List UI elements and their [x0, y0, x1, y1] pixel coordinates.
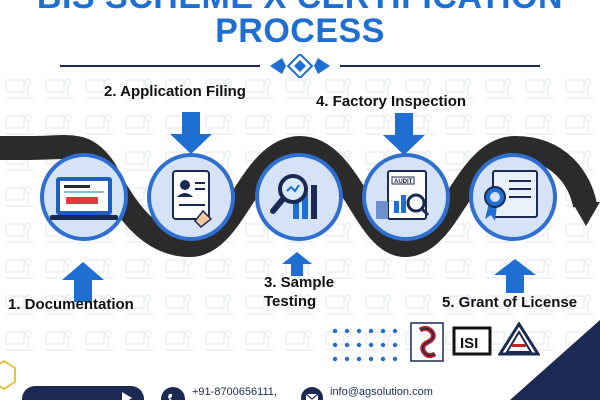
phone-text[interactable]: +91-8700656111,: [192, 386, 277, 398]
arrow-up-step-5: [494, 259, 536, 293]
arrow-up-step-1: [62, 262, 104, 302]
step-1-circle: [40, 153, 128, 241]
magnifier-analytics-icon: [270, 174, 317, 219]
step-3-label-line-1: 3. Sample: [264, 274, 335, 291]
svg-text:ISI: ISI: [460, 335, 478, 352]
email-text[interactable]: info@agsolution.com: [330, 386, 433, 398]
standard-mark-logo: [498, 322, 540, 356]
hex-decoration: [0, 360, 16, 390]
arrow-down-step-2: [170, 112, 212, 154]
footer-button[interactable]: [22, 386, 144, 400]
corner-decoration: [510, 320, 600, 400]
svg-text:AUDIT: AUDIT: [394, 179, 413, 185]
step-3-label-line-2: Testing: [264, 292, 317, 310]
certificate-ribbon-icon: [484, 170, 538, 221]
step-2-circle: [147, 153, 235, 241]
step-2-label: 2. Application Filing: [104, 83, 246, 100]
dot-grid: [332, 328, 398, 362]
step-5-circle: [469, 153, 557, 241]
profile-form-clipboard-icon: [172, 170, 213, 229]
step-3-circle: [255, 153, 343, 241]
email-icon: [301, 387, 323, 400]
step-5-label: 5. Grant of License: [442, 294, 578, 311]
step-4-circle: AUDIT: [362, 153, 450, 241]
audit-report-icon: AUDIT: [376, 170, 430, 220]
step-3-label: 3. Sample Testing: [264, 274, 334, 312]
title-divider: [60, 54, 540, 78]
application-success-laptop-icon: [50, 177, 118, 220]
bis-logo: [410, 322, 444, 362]
step-4-label: 4. Factory Inspection: [316, 93, 467, 110]
isi-mark-logo: ISI: [452, 326, 492, 356]
phone-icon: [161, 387, 185, 400]
title-line-2: PROCESS: [215, 12, 385, 50]
title-line-1: BIS SCHEME X CERTIFICATION: [0, 0, 600, 17]
arrow-up-step-3: [282, 252, 312, 276]
step-1-label: 1. Documentation: [8, 296, 134, 313]
arrow-down-step-4: [383, 113, 425, 155]
